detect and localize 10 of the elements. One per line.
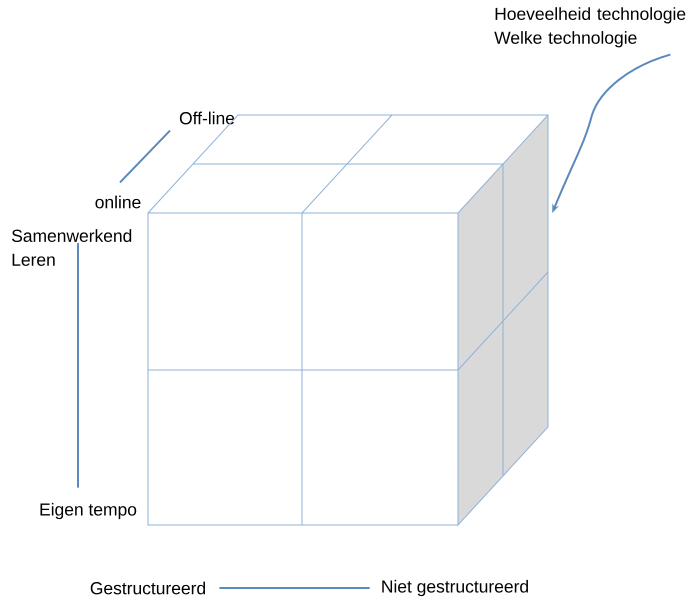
axis-label: Niet gestructureerd [382,580,528,596]
axis-label: Hoeveelheid technologie Welke technologie [494,7,686,48]
axis-label: online [95,196,140,208]
axis-label: Gestructureerd [90,582,206,594]
axis-label: Samenwerkend Leren [12,229,132,266]
connector-line [119,130,171,184]
connector-line [219,587,370,589]
axis-label: Off-line [180,112,234,124]
connector-line [77,243,79,488]
axis-label: Eigen tempo [40,502,136,520]
